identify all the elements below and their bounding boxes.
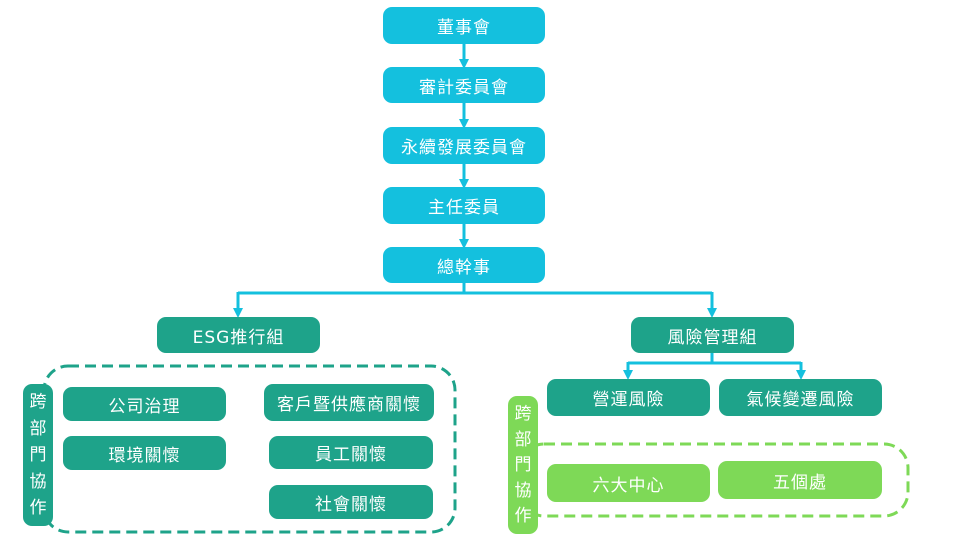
sustainability-committee-node: 永續發展委員會	[383, 127, 545, 164]
operation-risk-node: 營運風險	[547, 379, 710, 416]
esg-group-frame	[42, 364, 457, 534]
employee-node: 員工關懷	[269, 436, 433, 469]
five-offices-node: 五個處	[718, 461, 882, 499]
chair-node: 主任委員	[383, 187, 545, 224]
esg-cross-department-label: 跨 部 門 協 作	[23, 384, 53, 526]
social-node: 社會關懷	[269, 485, 433, 519]
six-centers-node: 六大中心	[547, 464, 710, 502]
audit-committee-node: 審計委員會	[383, 67, 545, 103]
governance-node: 公司治理	[63, 387, 226, 421]
board-node: 董事會	[383, 7, 545, 44]
risk-group-frame	[518, 442, 910, 518]
esg-group-node: ESG推行組	[157, 317, 320, 353]
secretary-node: 總幹事	[383, 247, 545, 283]
climate-risk-node: 氣候變遷風險	[719, 379, 882, 416]
connector-secretary-branches	[238, 283, 712, 295]
environment-node: 環境關懷	[63, 436, 226, 470]
risk-cross-department-label: 跨 部 門 協 作	[508, 396, 538, 534]
risk-group-node: 風險管理組	[631, 317, 794, 353]
connector-risk-branches	[628, 353, 801, 365]
customer-supplier-node: 客戶暨供應商關懷	[264, 384, 434, 421]
